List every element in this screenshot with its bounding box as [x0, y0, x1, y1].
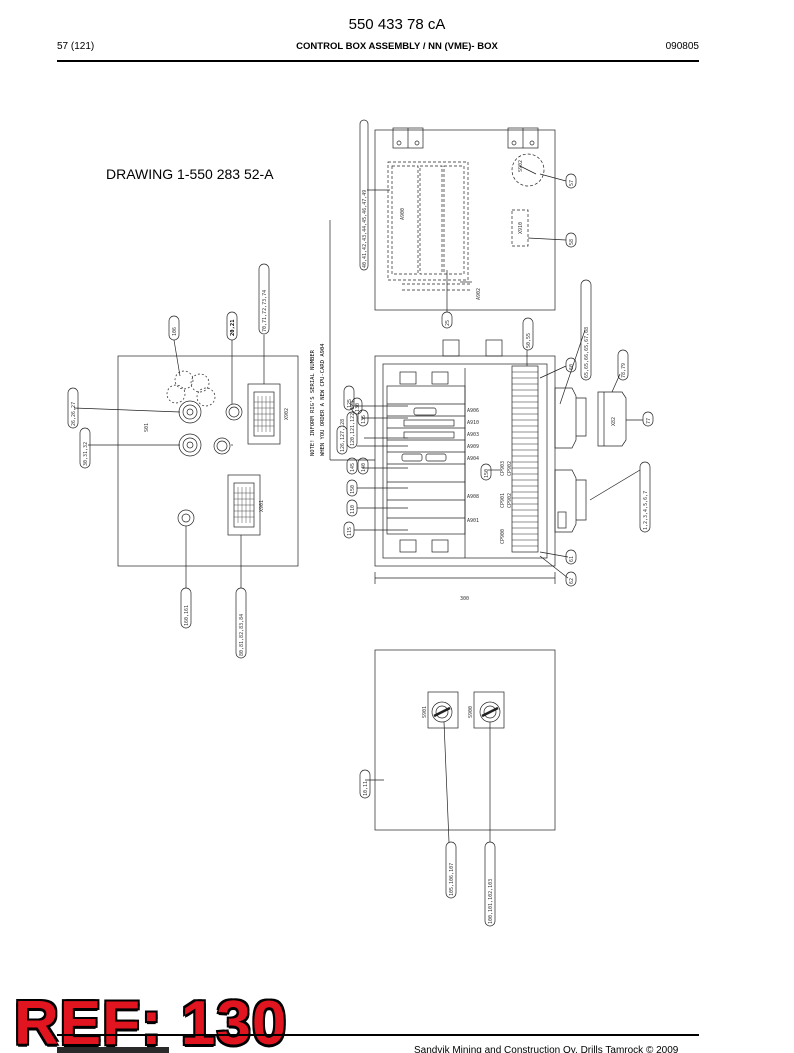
label-a910: A910	[467, 420, 479, 426]
callout-text-26-27: 26,26,27	[71, 402, 77, 426]
note-line-1: NOTE! INFORM RIG'S SERIAL NUMBER	[310, 349, 316, 456]
callout-text-58: 58	[569, 239, 575, 245]
switch-s01	[178, 400, 202, 424]
connector-x81-housing	[554, 387, 577, 449]
callout-text-145: 145	[350, 463, 356, 472]
x910-outline	[511, 209, 529, 247]
callout-text-140: 140	[361, 463, 367, 472]
sandvik-logo	[57, 1047, 169, 1053]
document-date: 090805	[665, 41, 699, 52]
door-switch-view	[374, 649, 556, 831]
callout-text-126-128: 126,127,128	[340, 419, 346, 452]
callout-text-130: 130	[355, 403, 361, 412]
plug-x82	[597, 391, 627, 447]
callout-text-150b: 150	[484, 469, 490, 478]
label-a904: A904	[467, 456, 479, 462]
switch-s900-base	[473, 691, 505, 729]
lamp-upper	[225, 403, 243, 421]
footer-rule	[57, 1034, 699, 1036]
label-cp901: CP901	[500, 493, 506, 508]
label-cp902b: CP902	[507, 493, 513, 508]
label-a906: A906	[467, 408, 479, 414]
callout-text-40-49: 40,41,42,43,44,45,46,47,49	[362, 190, 368, 268]
label-a900: A900	[400, 208, 406, 220]
label-a903: A903	[467, 432, 479, 438]
switch-s901-base	[427, 691, 459, 729]
callout-text-106: 106	[172, 327, 178, 336]
callout-text-77: 77	[646, 418, 652, 424]
callout-text-110: 110	[350, 505, 356, 514]
callout-text-80-84: 80,81,82,83,84	[239, 614, 245, 656]
label-x910: X910	[518, 222, 524, 234]
connector-x01	[227, 474, 261, 536]
callout-text-20-21: 20,21	[230, 319, 236, 336]
callout-text-10-11: 10,11	[363, 781, 369, 796]
callout-text-1-7: 1,2,3,4,5,6,7	[643, 491, 649, 530]
terminal-strip	[511, 365, 539, 553]
page-reference: 57 (121)	[57, 41, 95, 52]
door-inner-view	[374, 129, 556, 311]
door-outside-view	[117, 355, 299, 567]
footer-copyright: Sandvik Mining and Construction Oy, Dril…	[414, 1045, 679, 1053]
label-s900: S900	[468, 706, 474, 718]
callout-text-105-107: 105,106,107	[449, 863, 455, 896]
label-cp902: CP902	[507, 461, 513, 476]
label-a909: A909	[467, 444, 479, 450]
label-s902: S902	[518, 160, 524, 172]
connector-x82-housing	[554, 469, 577, 533]
drawing-label: DRAWING 1-550 283 52-A	[106, 166, 274, 182]
label-cp900: CP900	[500, 529, 506, 544]
callout-text-62: 62	[569, 578, 575, 584]
header-rule	[57, 60, 699, 62]
label-a902: A902	[476, 288, 482, 300]
label-s901: S901	[422, 706, 428, 718]
callout-text-60: 60	[569, 364, 575, 370]
callout-40-49	[359, 119, 369, 271]
callout-text-50-56: 50,55	[526, 333, 532, 348]
document-number: 550 433 78 cA	[348, 16, 446, 33]
dimension-300: 300	[460, 596, 469, 602]
callout-text-65-68: 65,65,66,65,67,68	[584, 327, 590, 378]
callout-text-125: 125	[347, 399, 353, 408]
callout-text-135: 135	[361, 415, 367, 424]
label-x82-plug: X82	[611, 417, 617, 426]
ref-stamp: REF: 130	[14, 989, 288, 1053]
label-s01: S01	[144, 423, 150, 432]
callout-text-115: 115	[347, 527, 353, 536]
label-x02: X902	[284, 408, 290, 420]
s902-outline	[511, 153, 545, 187]
document-title: CONTROL BOX ASSEMBLY / NN (VME)- BOX	[296, 41, 498, 52]
callout-text-30-32: 30,31,32	[83, 442, 89, 466]
callout-text-150: 150	[350, 485, 356, 494]
callout-text-70-74: 70,71,72,73,74	[262, 290, 268, 332]
callout-text-25: 25	[445, 320, 451, 326]
callout-text-61: 61	[569, 556, 575, 562]
label-x01: X901	[259, 500, 265, 512]
callout-text-100-103: 100,101,102,103	[488, 879, 494, 924]
button-bottom	[177, 509, 195, 527]
switch-s901	[431, 701, 453, 723]
callout-text-78-79: 78,79	[621, 363, 627, 378]
callout-text-120-124: 120,121,122,123	[350, 401, 356, 446]
label-a901: A901	[467, 518, 479, 524]
label-a908: A908	[467, 494, 479, 500]
lamp-lower	[213, 437, 231, 455]
note-line-2: WHEN YOU ORDER A NEW CPU-CARD A904	[320, 343, 326, 456]
box-interior-view	[374, 355, 556, 567]
label-cp903: CP903	[500, 461, 506, 476]
callout-text-57: 57	[569, 180, 575, 186]
callout-text-160-161: 160,161	[184, 605, 190, 626]
a900-outline	[387, 161, 469, 281]
